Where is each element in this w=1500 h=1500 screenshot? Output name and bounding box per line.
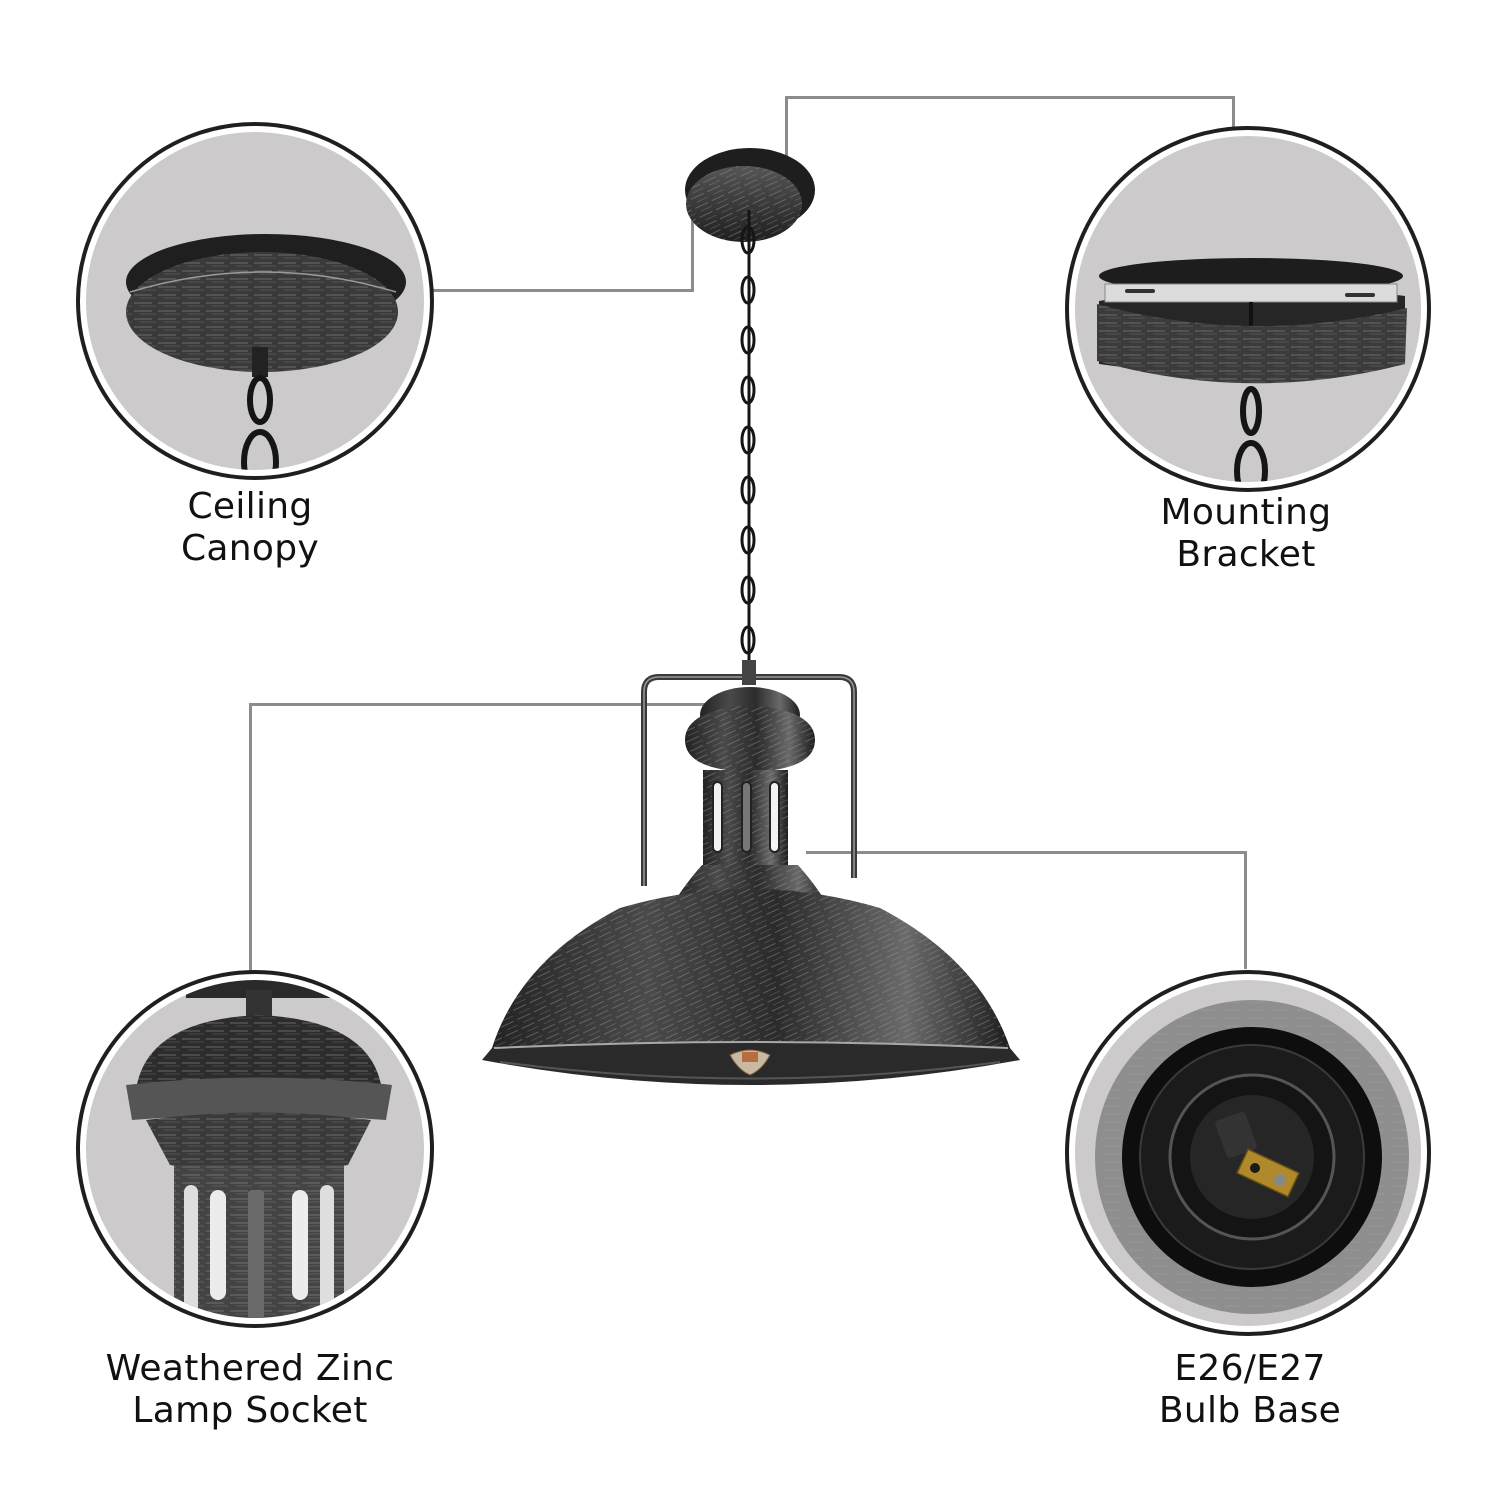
connector-ceiling-canopy-v [691,212,694,292]
connector-bulb-base-v [1244,851,1247,969]
label-mounting-bracket: Mounting Bracket [1130,492,1362,576]
label-bulb-base: E26/E27 Bulb Base [1140,1348,1360,1432]
connector-lamp-socket-v [249,703,252,971]
callout-mounting-bracket [1065,126,1431,492]
ceiling-canopy-closeup [86,132,424,470]
lamp-socket-closeup [86,980,424,1318]
label-lamp-socket-line2: Lamp Socket [132,1390,368,1431]
callout-lamp-socket [76,970,434,1328]
connector-lamp-socket-h [249,703,711,706]
connector-ceiling-canopy-h [433,289,694,292]
callout-ceiling-canopy [76,122,434,480]
connector-mounting-bracket-h [785,96,1235,99]
connector-bulb-base-h [806,851,1247,854]
bulb-base-closeup [1075,980,1421,1326]
label-mounting-bracket-line1: Mounting [1160,492,1332,533]
connector-mounting-bracket-v2 [1232,96,1235,130]
callout-bulb-base [1065,970,1431,1336]
label-bulb-base-line1: E26/E27 [1174,1348,1326,1389]
label-lamp-socket: Weathered Zinc Lamp Socket [85,1348,415,1432]
mounting-bracket-closeup [1075,136,1421,482]
label-ceiling-canopy: Ceiling Canopy [130,486,370,570]
label-mounting-bracket-line2: Bracket [1176,534,1316,575]
label-lamp-socket-line1: Weathered Zinc [105,1348,395,1389]
label-bulb-base-line2: Bulb Base [1158,1390,1342,1431]
pendant-lamp-illustration [482,148,1020,1085]
label-ceiling-canopy-line1: Ceiling [187,486,313,527]
connector-mounting-bracket-v1 [785,96,788,160]
label-ceiling-canopy-line2: Canopy [181,528,319,569]
